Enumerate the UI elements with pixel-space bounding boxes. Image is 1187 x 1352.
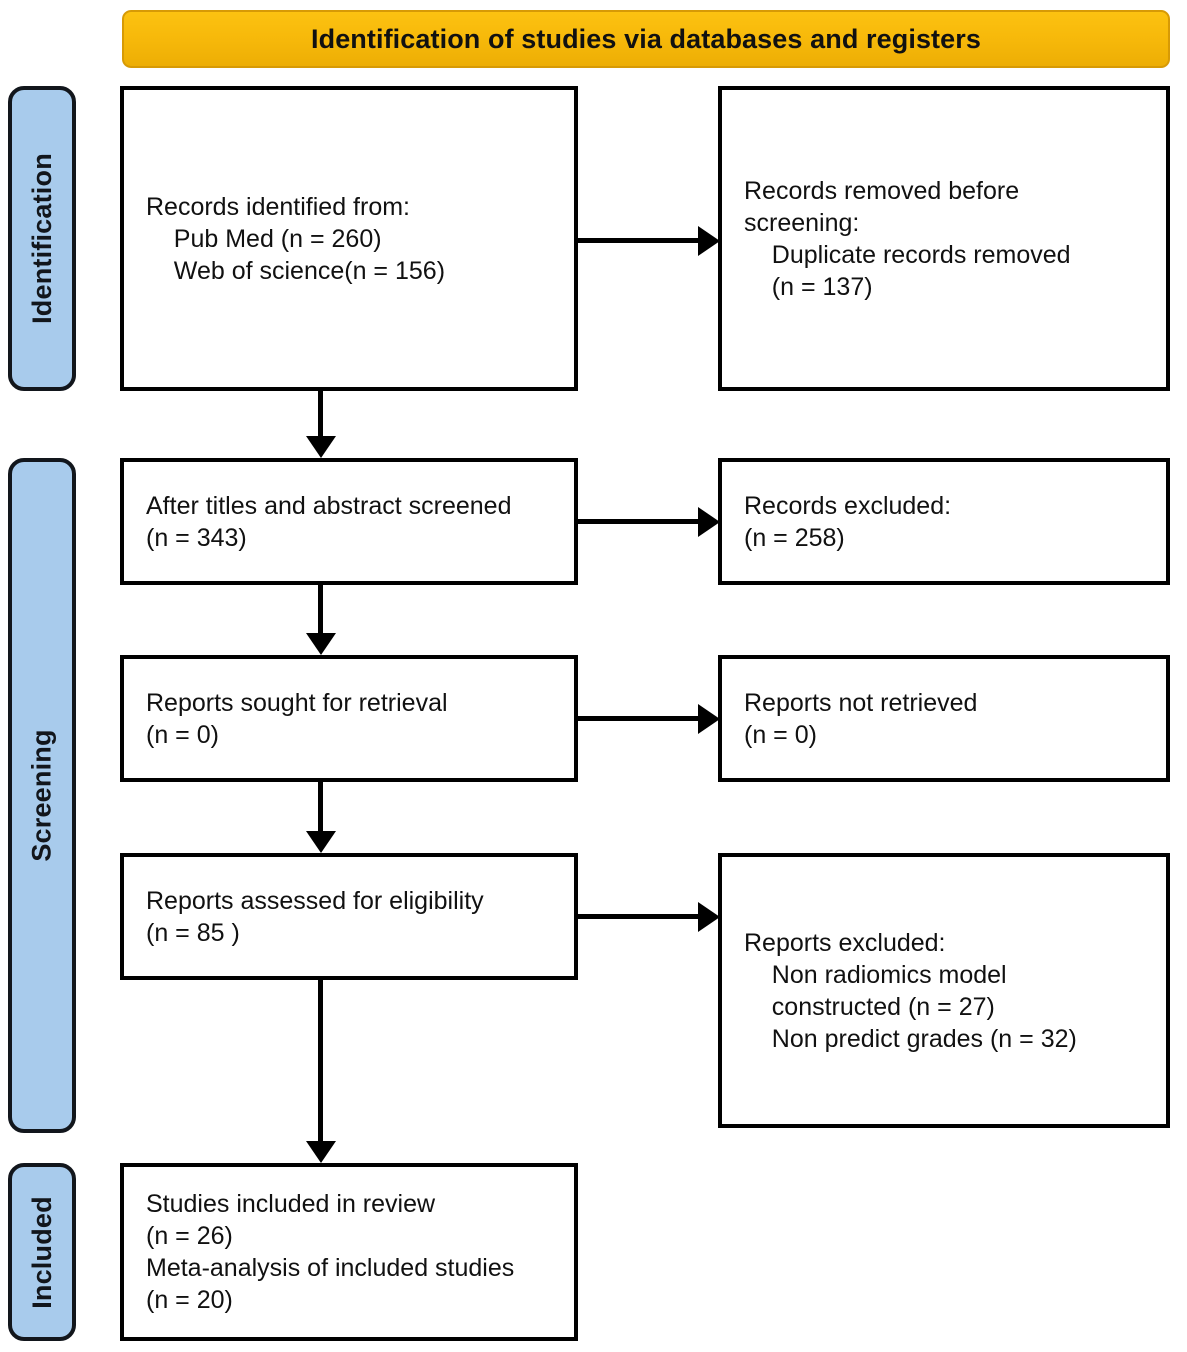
banner-title: Identification of studies via databases … — [311, 23, 981, 54]
stage-label-included: Included — [8, 1163, 76, 1341]
box-reports-sought-for-retrieval: Reports sought for retrieval (n = 0) — [120, 655, 578, 782]
arrow-sought-to-notretrieved-head — [698, 704, 720, 734]
arrow-identified-to-duplicates-head — [698, 226, 720, 256]
arrow-assessed-to-included-head — [306, 1141, 336, 1163]
box-reports-sought-for-retrieval-text: Reports sought for retrieval (n = 0) — [146, 688, 448, 749]
arrow-sought-to-assessed-line — [318, 782, 323, 831]
box-records-identified: Records identified from: Pub Med (n = 26… — [120, 86, 578, 391]
stage-label-screening: Screening — [8, 458, 76, 1133]
arrow-screened-to-sought-line — [318, 585, 323, 633]
box-records-removed-before-screening: Records removed before screening: Duplic… — [718, 86, 1170, 391]
arrow-screened-to-excluded-line — [576, 519, 700, 524]
box-records-excluded-text: Records excluded: (n = 258) — [744, 491, 952, 552]
box-records-removed-before-screening-text: Records removed before screening: Duplic… — [744, 176, 1071, 301]
banner-identification-header: Identification of studies via databases … — [122, 10, 1170, 68]
box-after-titles-abstract-screened-text: After titles and abstract screened (n = … — [146, 491, 512, 552]
arrow-screened-to-sought-head — [306, 633, 336, 655]
arrow-identified-to-screened-line — [318, 391, 323, 436]
box-reports-excluded: Reports excluded: Non radiomics model co… — [718, 853, 1170, 1128]
box-reports-assessed-for-eligibility: Reports assessed for eligibility (n = 85… — [120, 853, 578, 980]
arrow-sought-to-assessed-head — [306, 831, 336, 853]
box-records-identified-text: Records identified from: Pub Med (n = 26… — [146, 192, 446, 285]
arrow-assessed-to-included-line — [318, 980, 323, 1141]
box-reports-not-retrieved: Reports not retrieved (n = 0) — [718, 655, 1170, 782]
box-reports-not-retrieved-text: Reports not retrieved (n = 0) — [744, 688, 978, 749]
stage-label-identification: Identification — [8, 86, 76, 391]
stage-label-included-text: Included — [26, 1195, 57, 1309]
box-reports-assessed-for-eligibility-text: Reports assessed for eligibility (n = 85… — [146, 886, 484, 947]
arrow-identified-to-screened-head — [306, 436, 336, 458]
arrow-assessed-to-excluded-reports-head — [698, 902, 720, 932]
stage-label-identification-text: Identification — [26, 153, 57, 324]
box-records-excluded: Records excluded: (n = 258) — [718, 458, 1170, 585]
box-after-titles-abstract-screened: After titles and abstract screened (n = … — [120, 458, 578, 585]
box-studies-included-in-review-text: Studies included in review (n = 26) Meta… — [146, 1190, 515, 1314]
stage-label-screening-text: Screening — [26, 729, 57, 862]
arrow-identified-to-duplicates-line — [576, 238, 700, 243]
arrow-sought-to-notretrieved-line — [576, 716, 700, 721]
box-studies-included-in-review: Studies included in review (n = 26) Meta… — [120, 1163, 578, 1341]
arrow-screened-to-excluded-head — [698, 507, 720, 537]
arrow-assessed-to-excluded-reports-line — [576, 914, 700, 919]
box-reports-excluded-text: Reports excluded: Non radiomics model co… — [744, 928, 1077, 1053]
